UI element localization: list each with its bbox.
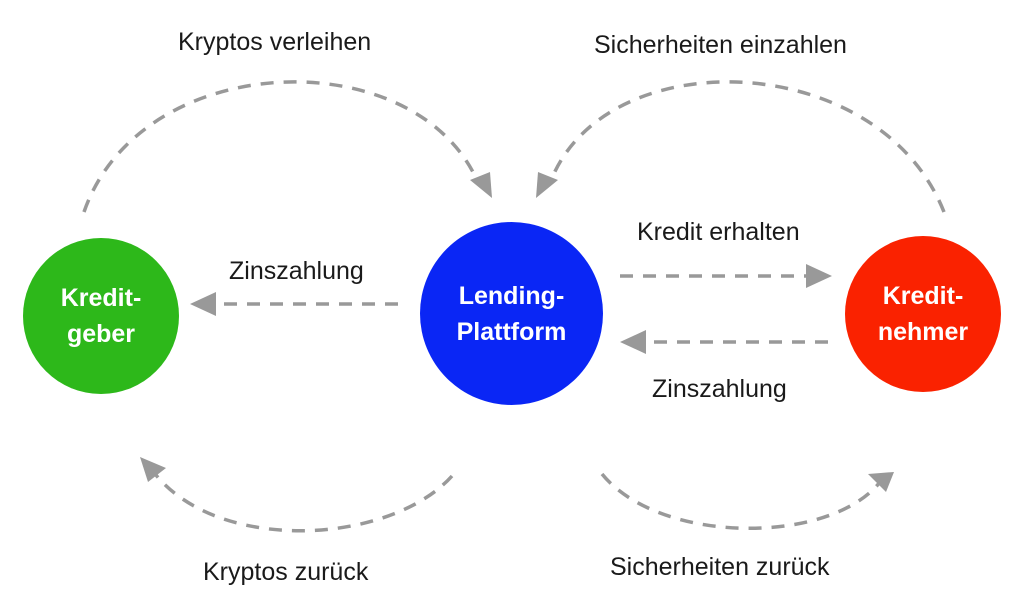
node-platform-line1: Lending-	[458, 281, 565, 310]
arrowhead-receive-loan	[806, 264, 832, 288]
label-interest-to-lender: Zinszahlung	[229, 257, 364, 285]
arrowhead-deposit-collateral	[536, 172, 558, 198]
label-interest-from-borrower: Zinszahlung	[652, 375, 787, 403]
node-borrower-line1: Kredit-	[882, 282, 964, 310]
arrowhead-interest-from-borrower	[620, 330, 646, 354]
arrowhead-lend-crypto	[470, 172, 492, 198]
arrowhead-collateral-back	[868, 472, 894, 492]
arrow-lend-crypto	[82, 80, 478, 213]
node-platform: Lending- Plattform	[420, 222, 603, 405]
label-deposit-collateral: Sicherheiten einzahlen	[594, 31, 847, 59]
arrow-deposit-collateral	[550, 80, 946, 213]
arrowhead-interest-to-lender	[190, 292, 216, 316]
node-lender: Kredit- geber	[23, 238, 179, 394]
arrowhead-crypto-back	[140, 457, 166, 482]
node-borrower-line2: nehmer	[877, 318, 969, 346]
label-lend-crypto: Kryptos verleihen	[178, 28, 372, 56]
arrow-crypto-back	[150, 468, 454, 533]
label-crypto-back: Kryptos zurück	[203, 558, 369, 586]
node-borrower: Kredit- nehmer	[845, 236, 1001, 392]
label-receive-loan: Kredit erhalten	[637, 218, 800, 246]
node-lender-line2: geber	[66, 320, 136, 348]
label-collateral-back: Sicherheiten zurück	[610, 553, 830, 581]
arrow-collateral-back	[600, 472, 882, 531]
node-lender-line1: Kredit-	[60, 284, 142, 312]
node-platform-line2: Plattform	[456, 317, 567, 346]
